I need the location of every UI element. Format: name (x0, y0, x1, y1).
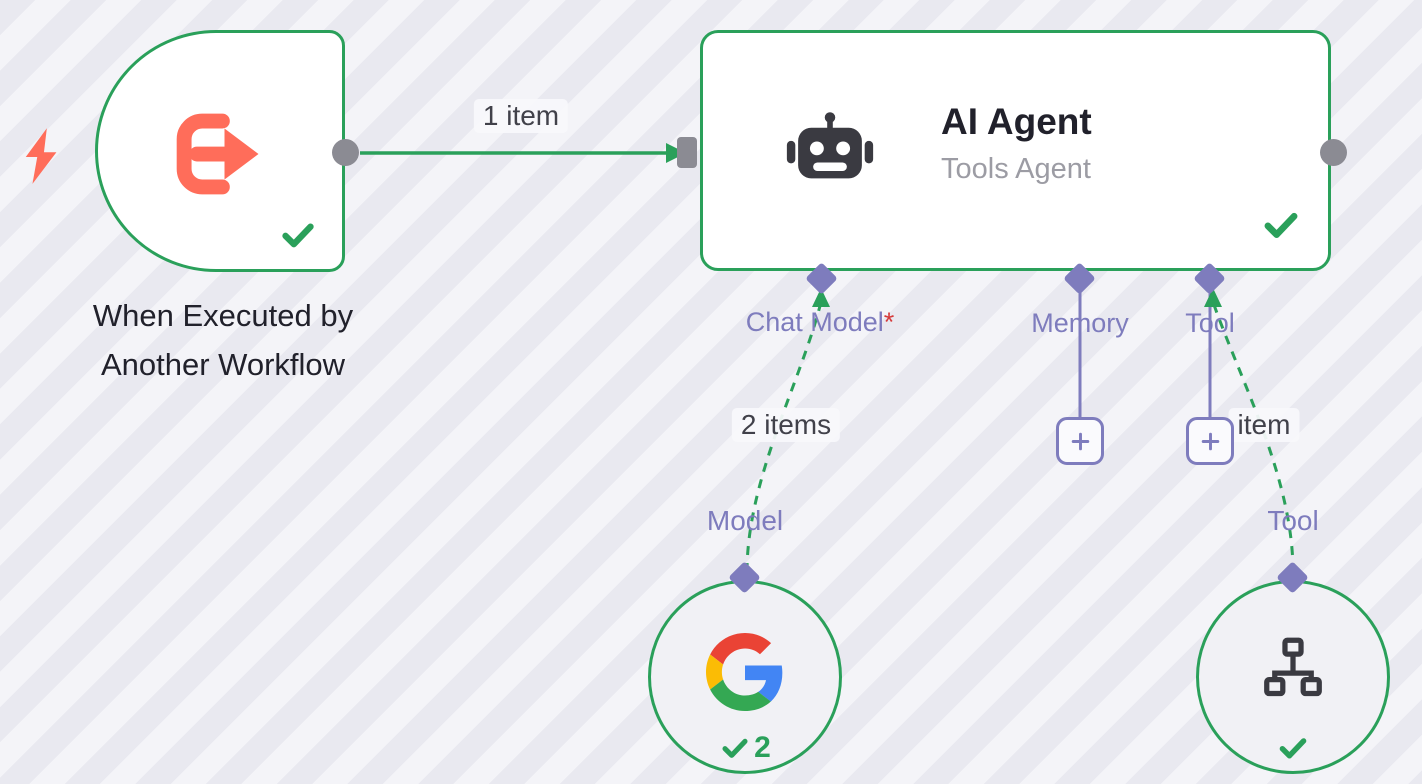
agent-title: AI Agent (941, 101, 1092, 142)
agent-text-block: AI Agent Tools Agent (941, 101, 1092, 186)
plus-icon (1197, 428, 1224, 455)
model-node-label: Model (706, 505, 784, 536)
agent-output-endpoint[interactable] (1320, 139, 1347, 166)
tool-status (1199, 731, 1387, 765)
trigger-node-label: When Executed by Another Workflow (8, 292, 438, 390)
trigger-caption-line2: Another Workflow (100, 346, 346, 382)
google-logo-icon (706, 633, 784, 716)
agent-input-endpoint[interactable] (677, 137, 697, 168)
check-icon (278, 215, 318, 255)
plus-icon (1067, 428, 1094, 455)
trigger-node[interactable] (95, 30, 345, 272)
connection-label-main: 1 item (473, 99, 569, 133)
connection-label-chat-model: 2 items (731, 408, 841, 442)
port-label-tool: Tool (1150, 308, 1270, 339)
port-label-memory: Memory (1010, 308, 1150, 339)
model-status: 2 (651, 731, 839, 765)
required-mark: * (883, 307, 895, 337)
check-icon (1260, 204, 1302, 246)
add-tool-button[interactable] (1186, 417, 1234, 465)
connection-arrowhead-icon (1204, 288, 1222, 307)
check-icon (1276, 731, 1310, 765)
chat-model-node[interactable]: 2 (648, 580, 842, 774)
trigger-caption-line1: When Executed by (92, 298, 354, 333)
port-label-text: Chat Model (745, 307, 884, 337)
tool-node[interactable] (1196, 580, 1390, 774)
ai-agent-node[interactable]: AI Agent Tools Agent (700, 30, 1331, 271)
lightning-icon (20, 126, 66, 188)
port-label-text: Tool (1185, 308, 1235, 338)
port-label-chat-model: Chat Model* (705, 307, 935, 338)
add-memory-button[interactable] (1056, 417, 1104, 465)
connection-label-tool: item (1228, 408, 1300, 442)
trigger-output-endpoint[interactable] (332, 139, 359, 166)
tool-node-label: Tool (1267, 505, 1319, 536)
connection-arrowhead-icon (666, 143, 686, 163)
run-count-badge: 2 (754, 731, 771, 764)
agent-subtitle: Tools Agent (941, 153, 1091, 185)
robot-icon (785, 109, 875, 199)
connection-arrowhead-icon (812, 288, 830, 307)
check-icon (719, 732, 751, 764)
port-label-text: Memory (1031, 308, 1129, 338)
log-out-arrow-icon (160, 103, 272, 205)
sitemap-icon (1258, 633, 1328, 708)
